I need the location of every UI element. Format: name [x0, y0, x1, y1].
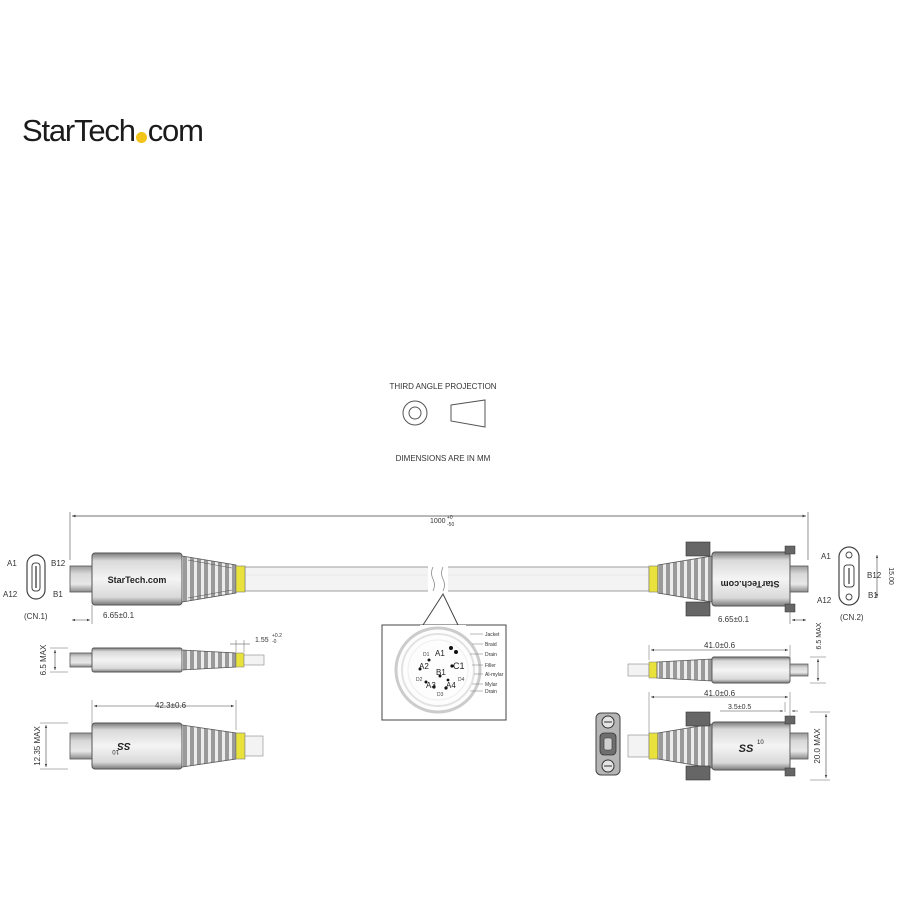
left-top-view — [69, 722, 264, 770]
right-side-length: 41.0±0.6 — [704, 641, 736, 650]
right-side-max-thickness: 6.5 MAX — [816, 622, 823, 649]
cross-section-pointer — [422, 592, 459, 626]
pin-a4: A4 — [446, 681, 456, 690]
left-tip-dim: 1.55 — [255, 637, 269, 644]
right-side-view — [627, 656, 809, 684]
left-top-ss-badge: SS — [117, 740, 131, 751]
projection-circle-icon — [402, 400, 428, 426]
cn2-screw-pitch: 15.00 — [887, 567, 894, 585]
main-cable — [244, 562, 650, 596]
right-top-max-height: 20.0 MAX — [813, 728, 822, 764]
cn1-pin-a12: A12 — [3, 590, 18, 599]
cn2-pin-a1: A1 — [821, 552, 831, 561]
pin-a2: A2 — [419, 662, 429, 671]
pin-c1: C1 — [453, 661, 465, 671]
left-side-max-thickness: 6.5 MAX — [39, 644, 48, 675]
pin-a1: A1 — [435, 649, 445, 658]
pin-d4: D4 — [458, 677, 465, 683]
legend-jacket: Jacket — [485, 632, 500, 638]
overall-length-tol-lower: -50 — [447, 522, 454, 528]
legend-filler: Filler — [485, 663, 496, 669]
cn1-pin-a1: A1 — [7, 559, 17, 568]
right-top-view — [627, 711, 809, 781]
legend-drain-2: Drain — [485, 689, 497, 695]
right-connector-brand: StarTech.com — [721, 579, 780, 589]
right-top-screw-offset: 3.5±0.5 — [728, 704, 751, 711]
overall-length-tol-upper: +0 — [447, 515, 453, 521]
cn1-pin-b12: B12 — [51, 559, 66, 568]
cn1-label: (CN.1) — [24, 612, 48, 621]
units-note: DIMENSIONS ARE IN MM — [396, 454, 491, 463]
logo-text-end: com — [147, 113, 204, 148]
projection-cone-icon — [450, 399, 486, 428]
left-side-view — [69, 647, 265, 673]
projection-title: THIRD ANGLE PROJECTION — [389, 382, 496, 391]
pin-d1: D1 — [423, 652, 430, 658]
cn2-end-view — [838, 546, 860, 606]
cross-section-circle — [394, 626, 482, 714]
cn1-end-view — [26, 554, 46, 600]
logo-text-start: StarTech — [22, 113, 136, 148]
left-connector-brand: StarTech.com — [108, 575, 167, 585]
left-tip-tol-lower: -0 — [272, 639, 277, 645]
cn2-plug-length: 6.65±0.1 — [718, 615, 750, 624]
right-top-ss-badge: SS — [739, 743, 754, 755]
pin-a3: A3 — [426, 681, 436, 690]
screw-lock-end-detail — [595, 712, 621, 776]
legend-braid: Braid — [485, 642, 497, 648]
logo-dot — [135, 132, 147, 143]
right-top-badge-num: 10 — [757, 740, 764, 746]
legend-mylar: Mylar — [485, 682, 498, 688]
legend-al-mylar: Al-mylar — [485, 672, 504, 678]
cn1-plug-length: 6.65±0.1 — [103, 611, 135, 620]
left-top-max-height: 12.35 MAX — [33, 726, 42, 766]
cn2-pin-b1: B1 — [868, 591, 878, 600]
pin-d3: D3 — [437, 692, 444, 698]
right-top-length: 41.0±0.6 — [704, 689, 736, 698]
cross-section-leaders — [470, 633, 483, 692]
legend-drain: Drain — [485, 652, 497, 658]
left-top-length: 42.3±0.6 — [155, 701, 187, 710]
left-connector-main — [69, 552, 246, 606]
pin-b1: B1 — [436, 668, 446, 677]
cn1-pin-b1: B1 — [53, 590, 63, 599]
cn2-label: (CN.2) — [840, 613, 864, 622]
startech-logo: StarTech com — [22, 113, 204, 149]
overall-length-value: 1000 — [430, 518, 446, 525]
cn2-pin-b12: B12 — [867, 571, 882, 580]
left-top-badge-num: 10 — [112, 748, 119, 754]
left-tip-tol-upper: +0.2 — [272, 633, 282, 639]
cn2-pin-a12: A12 — [817, 596, 832, 605]
pin-d2: D2 — [416, 677, 423, 683]
right-connector-main — [648, 541, 809, 617]
